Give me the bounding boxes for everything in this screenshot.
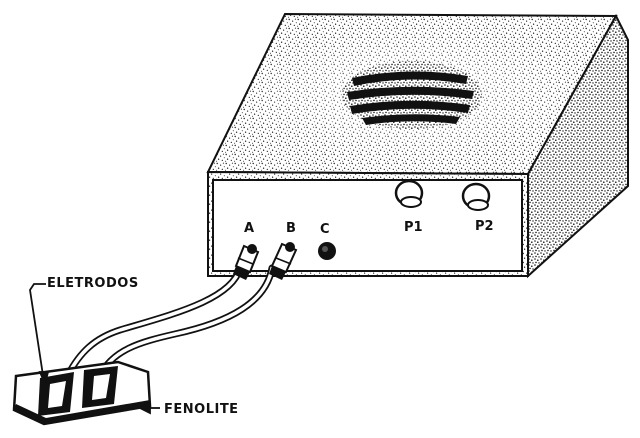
label-jack-c: C xyxy=(320,222,330,237)
cable-a xyxy=(64,264,244,379)
label-jack-a: A xyxy=(244,221,254,236)
label-p2: P2 xyxy=(475,219,494,234)
electrode-a xyxy=(38,372,74,416)
knob-p2[interactable] xyxy=(461,182,491,211)
leader-eletrodos xyxy=(29,283,50,387)
label-jack-b: B xyxy=(286,221,296,236)
jack-c[interactable] xyxy=(318,242,336,260)
label-p1: P1 xyxy=(404,220,423,235)
cable-b xyxy=(96,264,276,380)
label-fenolite: FENOLITE xyxy=(164,402,239,417)
fenolite-board xyxy=(12,360,152,426)
knob-p1[interactable] xyxy=(394,179,424,208)
plug-a[interactable] xyxy=(233,244,260,280)
speaker-grille xyxy=(342,61,482,129)
label-eletrodos: ELETRODOS xyxy=(47,276,139,291)
leader-fenolite xyxy=(137,401,160,415)
cabinet xyxy=(206,12,629,279)
plug-b[interactable] xyxy=(269,242,298,280)
cabinet-right-face xyxy=(527,13,629,279)
electrode-b xyxy=(82,366,118,408)
